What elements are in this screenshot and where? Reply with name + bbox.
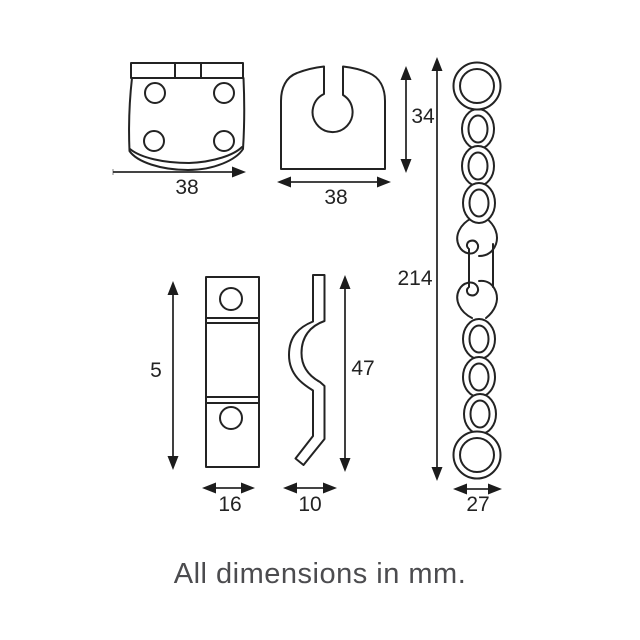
hinge-plate-drawing xyxy=(128,62,246,171)
keeper-height-label: 34 xyxy=(411,105,435,128)
chain-length-label: 214 xyxy=(397,267,433,290)
keeper-width-dimension-arrow xyxy=(277,176,391,188)
slide-plate-width-dimension-arrow xyxy=(202,482,255,494)
hinge-width-label: 38 xyxy=(175,176,199,199)
chain-top-ring xyxy=(452,61,502,111)
hinge-width-dimension-arrow xyxy=(112,166,246,178)
chain-length-dimension-arrow xyxy=(431,57,443,481)
keeper-width-label: 38 xyxy=(324,186,348,209)
s-bracket-drawing xyxy=(288,274,326,466)
slide-plate-drawing xyxy=(205,276,260,468)
bracket-height-label: 47 xyxy=(351,357,375,380)
slide-plate-width-label: 16 xyxy=(218,493,242,516)
keeper-height-dimension-arrow xyxy=(400,66,412,173)
chain-links-lower xyxy=(462,318,497,435)
keeper-plate-drawing xyxy=(280,65,386,170)
slide-plate-height-label: 5 xyxy=(150,359,162,382)
bracket-width-dimension-arrow xyxy=(283,482,337,494)
bracket-height-dimension-arrow xyxy=(339,275,351,472)
chain-drawing xyxy=(452,61,502,480)
bracket-width-label: 10 xyxy=(298,493,322,516)
chain-links-upper xyxy=(461,108,496,224)
slide-plate-height-dimension-arrow xyxy=(167,281,179,470)
chain-width-dimension-arrow xyxy=(453,483,502,495)
chain-bottom-ring xyxy=(452,430,502,480)
chain-width-label: 27 xyxy=(466,493,490,516)
dimensions-note: All dimensions in mm. xyxy=(173,558,467,590)
chain-hook-connector xyxy=(456,217,498,319)
